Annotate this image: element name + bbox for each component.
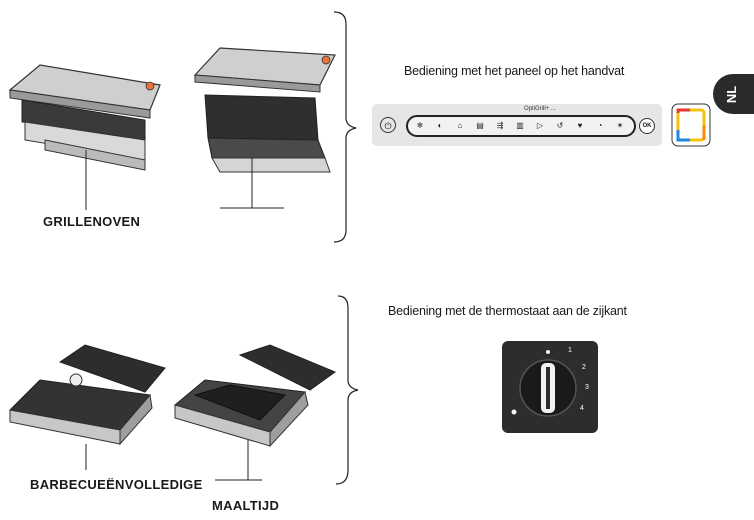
power-icon[interactable]: ⏻ [380,117,396,133]
control-panel: ⏻ OptiGrill+ ... ❄ ◐ ⌂ ▤ ⇶ ▥ ▷ ↺ ♥ ◔ ✶ O… [372,104,662,146]
bottom-bracket [336,296,358,484]
heading-thermostat: Bediening met de thermostaat aan de zijk… [388,304,627,318]
label-grill-oven: GRILLENOVEN [43,214,140,229]
program-button-4[interactable]: ▤ [474,121,486,131]
full-meal-image [175,345,335,480]
label-meal: MAALTIJD [212,498,279,513]
program-button-10[interactable]: ◔ [594,121,606,131]
thermostat-number-1: 1 [568,347,572,354]
program-button-8[interactable]: ↺ [554,121,566,131]
thermostat-number-3: 3 [585,384,589,391]
thermostat-dial [502,341,598,433]
program-button-5[interactable]: ⇶ [494,121,506,131]
heading-panel: Bediening met het paneel op het handvat [404,64,624,78]
grill-closed-image [10,65,160,210]
program-buttons: ❄ ◐ ⌂ ▤ ⇶ ▥ ▷ ↺ ♥ ◔ ✶ [406,115,636,137]
program-button-2[interactable]: ◐ [434,121,446,131]
program-button-9[interactable]: ♥ [574,121,586,131]
barbecue-open-image [10,345,165,470]
ok-button[interactable]: OK [639,118,655,134]
grill-open-image [195,48,335,208]
program-button-3[interactable]: ⌂ [454,121,466,131]
top-bracket [334,12,356,242]
thermostat-number-2: 2 [582,364,586,371]
program-button-11[interactable]: ✶ [614,121,626,131]
program-button-6[interactable]: ▥ [514,121,526,131]
program-button-1[interactable]: ❄ [414,121,426,131]
color-indicator-icon [672,104,710,146]
thermostat-number-4: 4 [580,405,584,412]
program-button-7[interactable]: ▷ [534,121,546,131]
panel-title: OptiGrill+ ... [524,106,556,112]
label-barbecue-full: BARBECUEËNVOLLEDIGE [30,477,203,492]
